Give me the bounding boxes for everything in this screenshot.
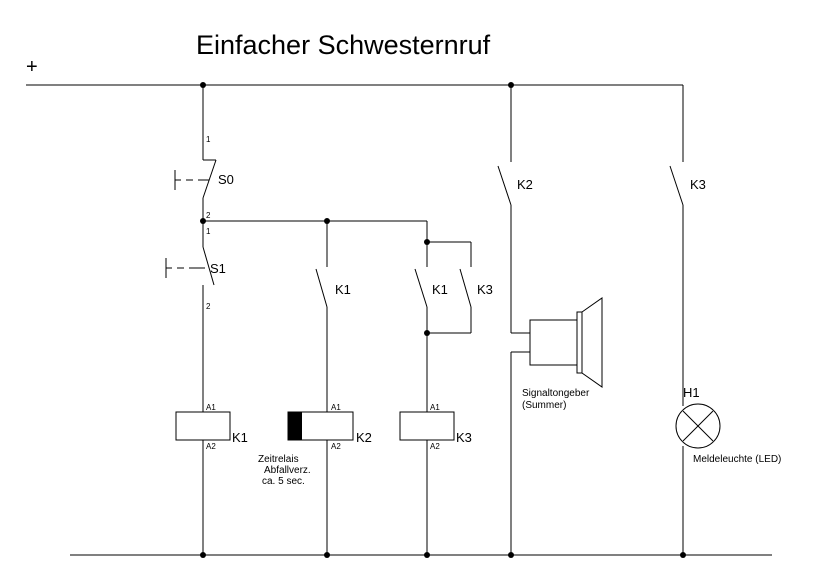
buzzer-note-line-1: Signaltongeber (522, 388, 590, 399)
k2-note-line-1: Zeitrelais (258, 454, 299, 465)
column-k1-coil: 1 S0 2 1 S1 2 A1 A2 K1 (165, 85, 248, 555)
switch-s1: 1 S1 2 (165, 227, 226, 311)
contact-k2-out: K2 (497, 165, 533, 206)
s1-pin-2: 2 (206, 302, 211, 311)
coil-k3: A1 A2 K3 (399, 403, 472, 451)
junction-dot (508, 552, 514, 558)
k1-coil-a2: A2 (206, 442, 216, 451)
k2-coil-a1: A1 (331, 403, 341, 412)
timer-marker (288, 412, 302, 440)
junction-dot (324, 218, 330, 224)
column-k2-coil: K1 A1 A2 K2 Zeitrelais Abfallverz. ca. 5… (258, 221, 372, 555)
coil-k1: A1 A2 K1 (175, 403, 248, 451)
contact-k2-out-label: K2 (517, 177, 533, 192)
column-buzzer: K2 Signaltongeber (Summer) (497, 85, 603, 555)
s1-label: S1 (210, 261, 226, 276)
junction-dot (200, 82, 206, 88)
lamp-h1: H1 (675, 385, 721, 449)
junction-dot (424, 239, 430, 245)
k2-coil-a2: A2 (331, 442, 341, 451)
contact-k3-hold: K3 (459, 268, 493, 308)
junction-dot (680, 552, 686, 558)
junction-dot (200, 552, 206, 558)
s1-pin-1: 1 (206, 227, 211, 236)
junction-dot (324, 552, 330, 558)
junction-dot (508, 82, 514, 88)
diagram-title: Einfacher Schwesternruf (196, 30, 491, 60)
lamp-label: H1 (683, 385, 700, 400)
contact-k3-hold-label: K3 (477, 282, 493, 297)
s0-label: S0 (218, 172, 234, 187)
column-lamp: K3 H1 Meldeleuchte (LED) (669, 85, 781, 555)
k2-note-line-3: ca. 5 sec. (262, 476, 305, 487)
column-k3-coil: K1 K3 A1 A2 K3 (399, 241, 493, 555)
k1-coil-label: K1 (232, 430, 248, 445)
buzzer-note-line-2: (Summer) (522, 400, 566, 411)
k3-coil-a2: A2 (430, 442, 440, 451)
s0-pin-2: 2 (206, 211, 211, 220)
junction-dot (200, 218, 206, 224)
contact-k3-out: K3 (669, 165, 706, 206)
contact-k1-b-label: K1 (432, 282, 448, 297)
contact-k3-out-label: K3 (690, 177, 706, 192)
k3-coil-label: K3 (456, 430, 472, 445)
k3-coil-a1: A1 (430, 403, 440, 412)
k2-note-line-2: Abfallverz. (264, 465, 311, 476)
k1-coil-a1: A1 (206, 403, 216, 412)
contact-k1-b: K1 (414, 268, 448, 308)
switch-s0: 1 S0 2 (174, 135, 234, 220)
k2-coil-label: K2 (356, 430, 372, 445)
coil-k2-timer: A1 A2 K2 Zeitrelais Abfallverz. ca. 5 se… (258, 403, 372, 487)
contact-k1-a: K1 (315, 268, 351, 308)
junction-dot (424, 552, 430, 558)
lamp-note: Meldeleuchte (LED) (693, 454, 781, 465)
junction-dots (200, 82, 686, 558)
buzzer-symbol (529, 297, 603, 388)
positive-rail-label: + (26, 56, 38, 78)
junction-dot (424, 330, 430, 336)
contact-k1-a-label: K1 (335, 282, 351, 297)
s0-pin-1: 1 (206, 135, 211, 144)
